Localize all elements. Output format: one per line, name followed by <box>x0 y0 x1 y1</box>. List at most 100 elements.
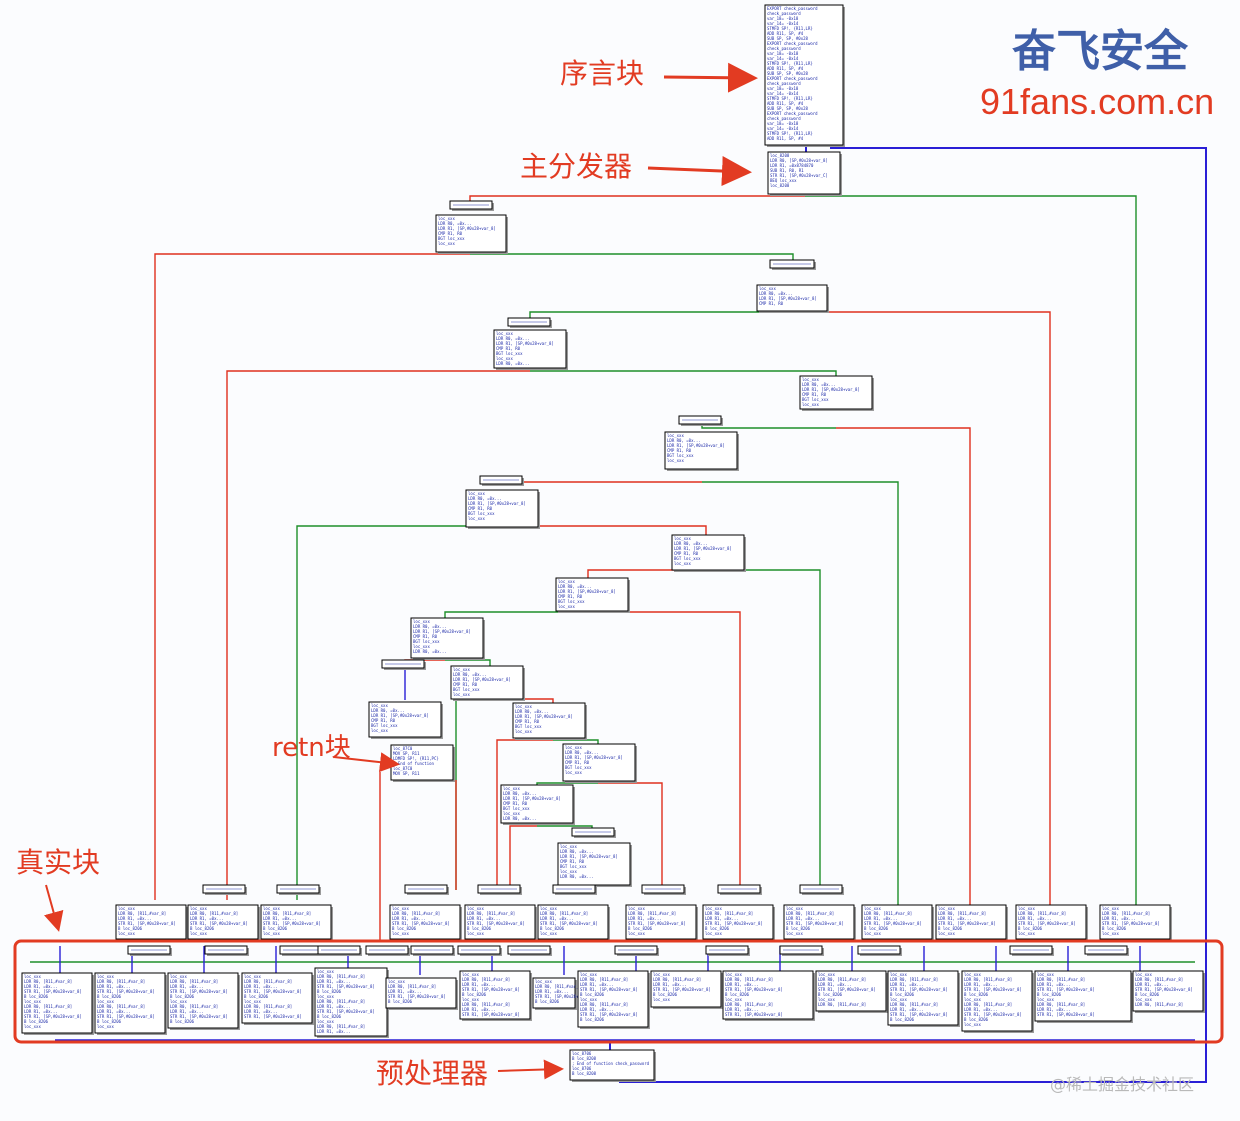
real-blocks-arrow <box>44 884 64 932</box>
jump-stub-block[interactable] <box>571 827 616 838</box>
jump-stub-block[interactable] <box>449 200 494 211</box>
jump-stub-block[interactable] <box>204 945 249 956</box>
jump-stub-block[interactable] <box>477 884 522 895</box>
jump-stub-block[interactable] <box>507 945 552 956</box>
jump-stub-block[interactable] <box>365 945 410 956</box>
block-asm-line: LDR R0, [R11,#var_8] <box>317 974 365 979</box>
jump-stub-block[interactable] <box>705 945 750 956</box>
block-asm-line: loc_xxx <box>413 619 430 624</box>
jump-stub-block[interactable] <box>769 259 816 270</box>
block-asm-line: LDR R0, =0x... <box>468 496 502 501</box>
prologue-block[interactable]: EXPORT check_passwordcheck_passwordvar_1… <box>764 4 845 147</box>
block-asm-line: STR R1, [SP,#0x28+var_8] <box>580 987 638 992</box>
block-asm-line: B loc_8206 <box>580 1017 605 1022</box>
jump-stub-block[interactable] <box>678 415 723 426</box>
block-asm-line: loc_xxx <box>438 216 455 221</box>
block-asm-line: STR R1, [SP,#0x28+var_8] <box>97 1014 155 1019</box>
jump-stub-block[interactable] <box>857 945 902 956</box>
block-asm-line: loc_xxx <box>802 402 819 407</box>
jump-stub-block[interactable] <box>614 945 659 956</box>
block-asm-line: loc_xxx <box>535 979 552 984</box>
jump-stub-block[interactable] <box>279 945 324 956</box>
block-asm-line: B loc_8206 <box>392 926 417 931</box>
jump-stub-block[interactable] <box>507 317 552 328</box>
jump-stub-block[interactable] <box>127 945 172 956</box>
jump-stub-block[interactable] <box>381 659 426 670</box>
jump-stub-block[interactable] <box>799 884 844 895</box>
block-asm-line: loc_xxx <box>1018 931 1035 936</box>
block-asm-line: STR R1, [SP,#0x28+var_8] <box>462 987 520 992</box>
block-asm-line: loc_xxx <box>565 770 582 775</box>
block-asm-line: loc_xxx <box>496 356 513 361</box>
block-asm-line: SUB SP, SP, #0x28 <box>767 71 809 76</box>
jump-stub-block[interactable] <box>1084 945 1129 956</box>
jump-stub-block[interactable] <box>552 884 597 895</box>
jump-stub-block[interactable] <box>410 945 455 956</box>
block-asm-line: B loc_8206 <box>890 992 915 997</box>
jump-stub-block[interactable] <box>404 884 449 895</box>
jump-stub-block[interactable] <box>1009 945 1054 956</box>
jump-stub-block[interactable] <box>641 884 686 895</box>
block-asm-line: B loc_8206 <box>864 926 889 931</box>
block-asm-line: STMFD SP!, {R11,LR} <box>767 61 813 66</box>
jump-stub-block[interactable] <box>717 884 762 895</box>
jump-stub-block[interactable] <box>276 884 321 895</box>
jump-stub-block[interactable] <box>779 945 824 956</box>
jump-stub-block[interactable] <box>479 475 524 486</box>
block-asm-line: LDR R0, [R11,#var_8] <box>462 977 510 982</box>
block-body <box>389 904 461 940</box>
block-asm-line: loc_xxx <box>97 974 114 979</box>
jump-stub-block[interactable] <box>457 945 502 956</box>
jump-stub-block[interactable] <box>317 945 362 956</box>
jump-stub-block[interactable] <box>202 884 247 895</box>
block-asm-line: loc_xxx <box>468 516 485 521</box>
